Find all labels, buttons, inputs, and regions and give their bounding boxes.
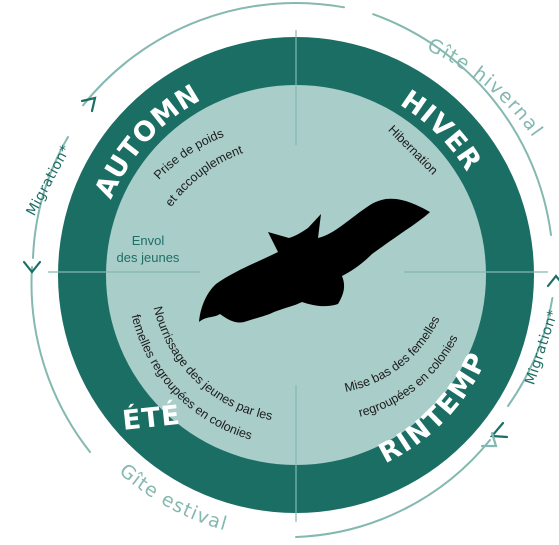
young-flight-line2: des jeunes xyxy=(117,250,180,265)
bat-silhouette-icon xyxy=(199,198,430,323)
season-label-summer: ÉTÉ xyxy=(121,399,182,437)
arc-right xyxy=(507,297,554,407)
migration-label-left: Migration* xyxy=(24,142,75,218)
outer-cycle-arcs xyxy=(30,2,554,538)
arc-top-left xyxy=(82,2,345,107)
arc-left xyxy=(32,136,69,259)
cycle-arrow-icon xyxy=(22,96,559,448)
arrow-head-left xyxy=(22,260,42,274)
arrow-head-bottom-right-2 xyxy=(480,431,498,448)
arc-bottom-left xyxy=(30,266,91,453)
arrow-head-top-left xyxy=(80,96,97,113)
quadrant-dividers xyxy=(48,30,548,522)
young-flight-line1: Envol xyxy=(132,233,165,248)
arc-top-right xyxy=(372,13,552,236)
arc-bottom-right xyxy=(295,439,491,538)
arrow-head-bottom-right xyxy=(489,421,509,439)
arrow-head-right xyxy=(546,274,559,288)
